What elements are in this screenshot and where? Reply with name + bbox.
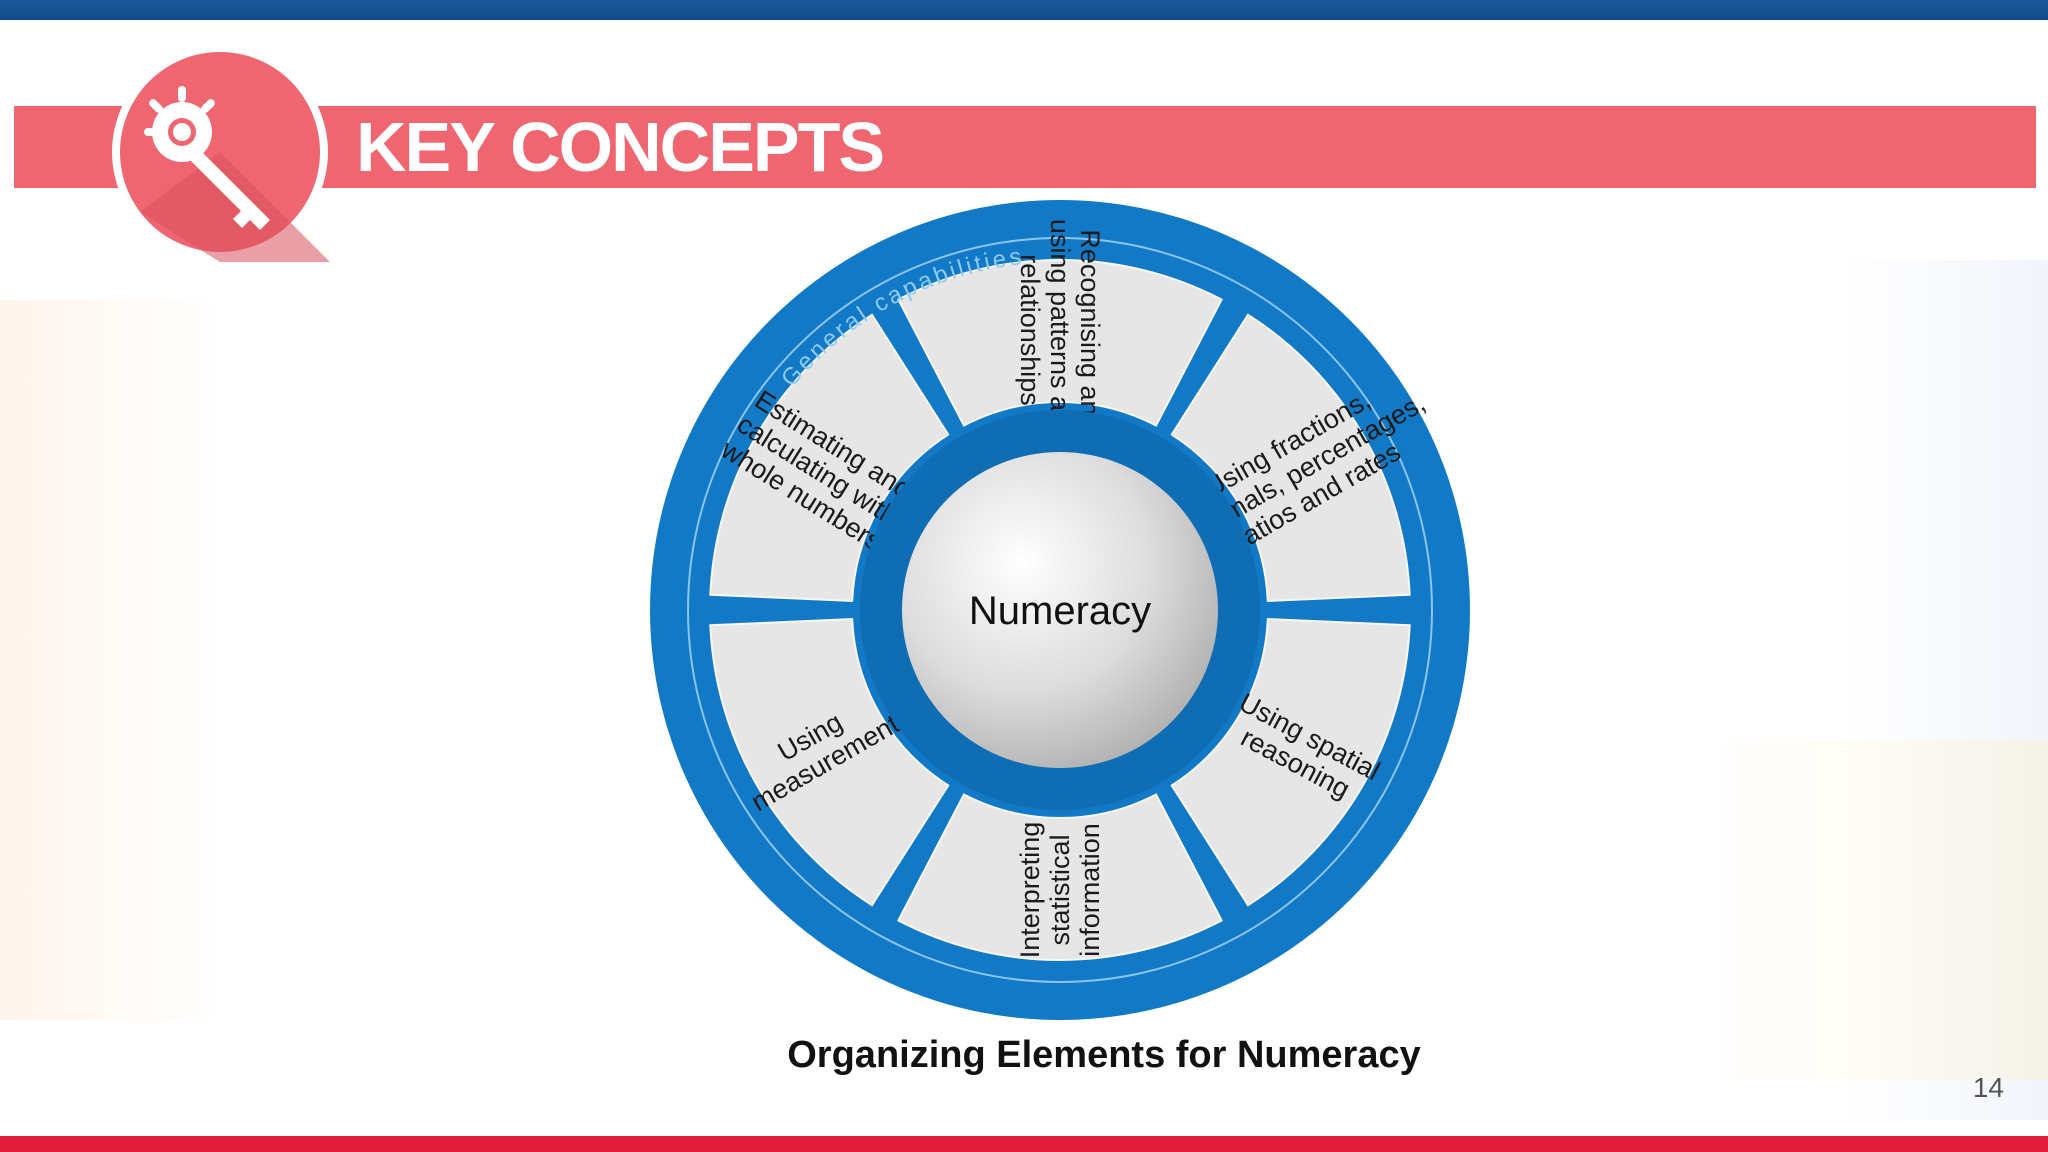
- bottom-bar: [0, 1136, 2048, 1152]
- segment-label-left: Interpretingstatisticalinformation: [1015, 822, 1105, 959]
- segment-bottom-left: [1170, 618, 1411, 907]
- key-badge: [112, 44, 330, 262]
- header-band: [14, 106, 2036, 188]
- center-disc: [902, 452, 1218, 768]
- segment-top-right: [709, 313, 950, 602]
- background-decoration-right-yellow: [1700, 740, 2048, 1080]
- key-icon: [144, 86, 270, 230]
- diagram-caption: Organizing Elements for Numeracy: [787, 1034, 1421, 1076]
- page-number: 14: [1972, 1072, 2004, 1103]
- header-title: KEY CONCEPTS: [356, 108, 885, 186]
- inner-ring-line: [687, 237, 1433, 983]
- top-bar: [0, 0, 2048, 20]
- numeracy-diagram: Estimating andcalculating withwhole numb…: [650, 200, 1470, 1020]
- background-decoration-left: [0, 300, 220, 1020]
- segment-right: [897, 259, 1223, 427]
- segment-label-line: information: [1075, 823, 1105, 957]
- segment-label-line: Recognising and: [1075, 229, 1105, 430]
- segment-label-line: Interpreting: [1015, 822, 1045, 959]
- segment-label-line: using patterns and: [1045, 219, 1075, 441]
- segment-label-right: Recognising andusing patterns andrelatio…: [1015, 219, 1105, 441]
- segment-label-line: statistical: [1045, 834, 1075, 945]
- segment-left: [897, 793, 1223, 961]
- background-decoration-right: [1840, 260, 2048, 1120]
- center-label: Numeracy: [969, 589, 1151, 633]
- segment-label-line: relationships: [1015, 254, 1045, 406]
- segment-bottom-right: [1170, 313, 1411, 602]
- segment-top-left: [709, 618, 950, 907]
